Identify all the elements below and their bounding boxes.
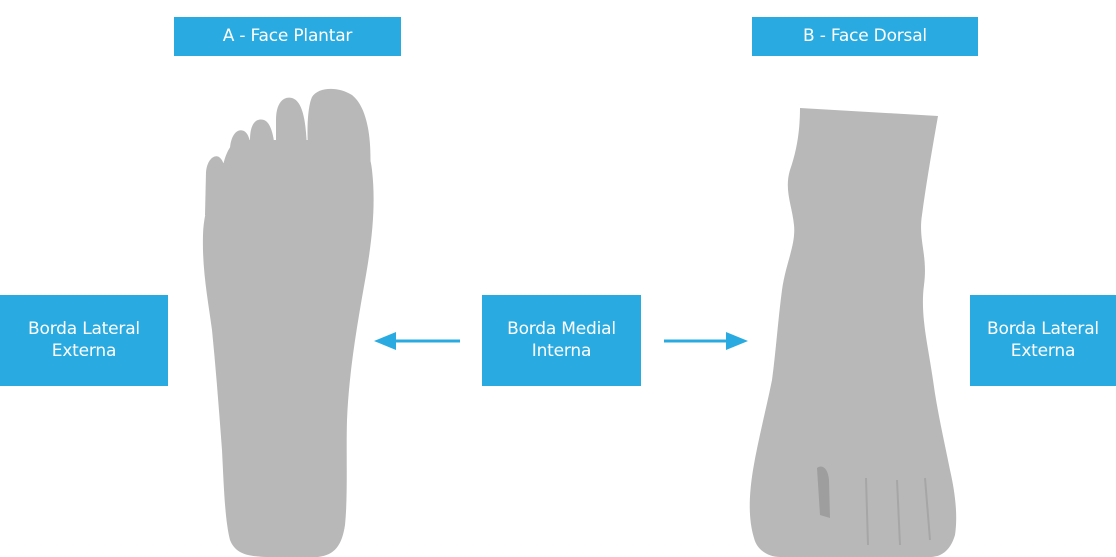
lateral-border-right-line1: Borda Lateral [987,319,1099,340]
medial-border-line1: Borda Medial [507,319,616,340]
plantar-foot-illustration [203,89,374,557]
plantar-toe-2 [276,98,308,200]
plantar-toe-3 [250,120,277,205]
medial-border-line2: Interna [532,341,591,362]
dorsal-view-title: B - Face Dorsal [752,17,978,56]
lateral-border-left-line2: Externa [52,341,116,362]
plantar-big-toe [308,89,371,205]
arrow-right-icon [664,332,748,350]
lateral-border-label-left: Borda Lateral Externa [0,295,168,386]
dorsal-foot-illustration [750,108,956,557]
lateral-border-right-line2: Externa [1011,341,1075,362]
lateral-border-left-line1: Borda Lateral [28,319,140,340]
plantar-view-title: A - Face Plantar [174,17,401,56]
lateral-border-label-right: Borda Lateral Externa [970,295,1116,386]
plantar-view-title-text: A - Face Plantar [223,26,352,47]
medial-border-label: Borda Medial Interna [482,295,641,386]
dorsal-view-title-text: B - Face Dorsal [803,26,927,47]
arrow-left-icon [374,332,460,350]
